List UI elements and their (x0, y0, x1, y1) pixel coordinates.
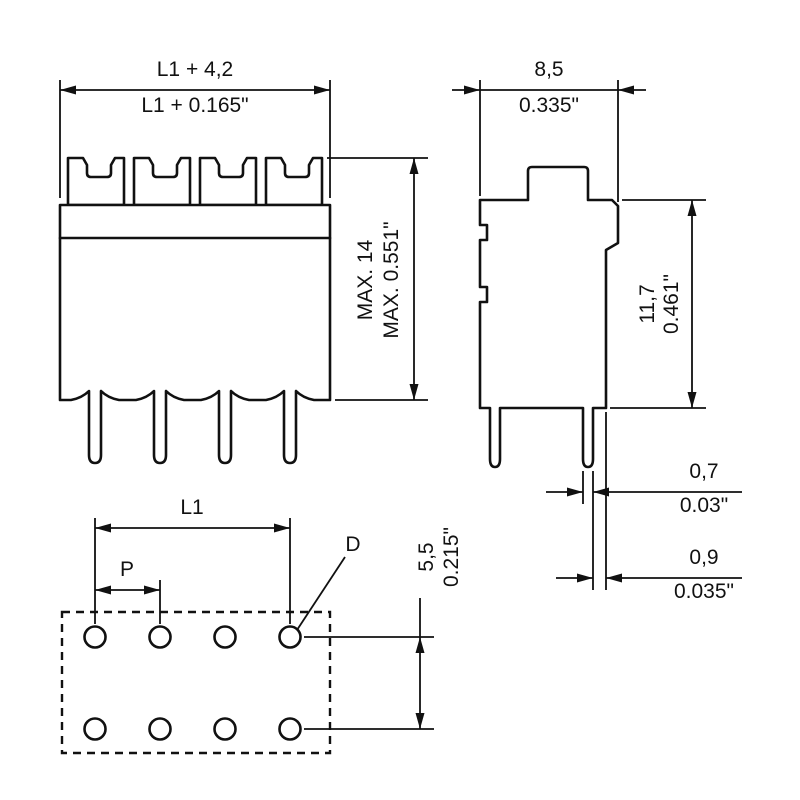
footprint-view: L1 P D 5,5 0.215" (60, 496, 463, 755)
front-height-dimension (327, 157, 428, 401)
side-body-outline (478, 165, 620, 469)
hole-dia-label: D (345, 533, 360, 556)
clamp-block (198, 156, 258, 207)
front-height-in-label: MAX. 0.551" (380, 221, 403, 338)
footprint-span-label: L1 (180, 496, 203, 519)
mounting-hole (213, 717, 237, 741)
clamp-block (264, 156, 324, 207)
pin-thickness-in-label: 0.03" (680, 494, 728, 517)
pin-thickness-mm-label: 0,7 (689, 460, 718, 483)
row-spacing-mm-label: 5,5 (415, 542, 438, 571)
clamp-block (132, 156, 192, 207)
footprint-pitch-dimension (95, 580, 161, 624)
pin-offset-mm-label: 0,9 (689, 546, 718, 569)
side-height-mm-label: 11,7 (636, 284, 659, 323)
mounting-hole (148, 717, 172, 741)
hole-dia-leader-line (296, 556, 346, 631)
front-view: L1 + 4,2 L1 + 0.165" MAX. 14 MAX. 0.551" (58, 58, 428, 465)
mounting-hole (213, 625, 237, 649)
side-width-mm-label: 8,5 (534, 58, 563, 81)
footprint-span-dimension (94, 518, 291, 624)
pin-offset-in-label: 0.035" (674, 580, 734, 603)
front-width-in-label: L1 + 0.165" (141, 94, 248, 117)
row-spacing-in-label: 0.215" (440, 527, 463, 587)
footprint-pitch-label: P (120, 558, 134, 581)
pin-offset-dimension (556, 412, 742, 590)
mounting-hole (278, 717, 302, 741)
front-height-mm-label: MAX. 14 (354, 239, 377, 320)
pin-thickness-dimension (546, 471, 742, 590)
mounting-hole (83, 625, 107, 649)
side-width-dimension (452, 80, 646, 202)
side-width-in-label: 0.335" (519, 94, 579, 117)
mounting-hole (83, 717, 107, 741)
mounting-hole (278, 625, 302, 649)
side-height-in-label: 0.461" (660, 274, 683, 334)
clamp-block (66, 156, 126, 207)
row-spacing-dimension (304, 598, 434, 730)
side-view: 8,5 0.335" 11,7 0.461" 0,7 0.03" 0,9 0.0… (452, 58, 742, 603)
footprint-outline (60, 610, 332, 755)
front-width-dimension (59, 80, 331, 198)
mounting-hole (148, 625, 172, 649)
front-body-outline (58, 203, 332, 465)
front-width-mm-label: L1 + 4,2 (157, 58, 233, 81)
side-height-dimension (610, 199, 706, 409)
